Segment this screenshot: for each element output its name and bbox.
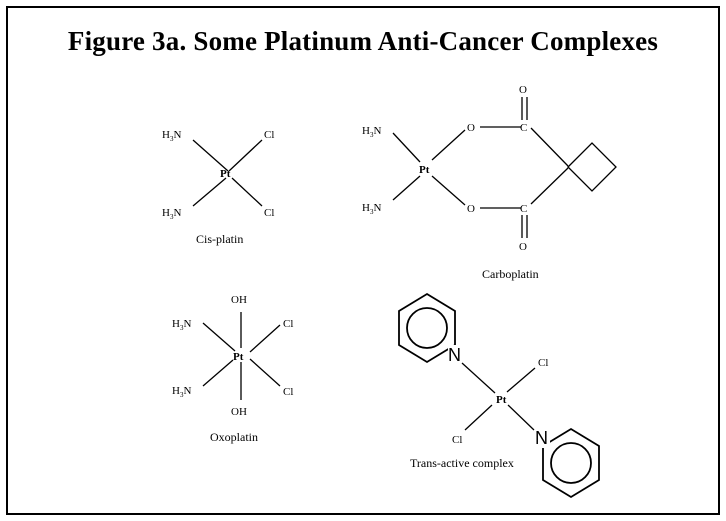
carboplatin-o-carbonyl-bottom-label: O [519, 241, 527, 253]
oxoplatin-cl-top-label: Cl [283, 318, 293, 330]
carboplatin-bond-pt-o-top [431, 129, 466, 161]
oxoplatin-nh3-bottom-label: H3N [172, 385, 191, 399]
oxoplatin-oh-bottom-label: OH [231, 406, 247, 418]
oxoplatin-bond-cl-bottom [249, 358, 281, 387]
carboplatin-nh3-top-label: H3N [362, 125, 381, 139]
cisplatin-structure: H3N Cl Pt H3N Cl Cis-platin [162, 129, 274, 246]
cisplatin-caption: Cis-platin [196, 232, 243, 246]
pyridine-ring-top [398, 292, 456, 364]
pyridine-ring-bottom [542, 427, 600, 499]
carboplatin-bond-c-spiro-top [530, 127, 569, 167]
oxoplatin-cl-bottom-label: Cl [283, 386, 293, 398]
figure-title: Figure 3a. Some Platinum Anti-Cancer Com… [67, 26, 659, 56]
trans-cl-bottom-label: Cl [452, 434, 462, 446]
trans-active-structure: N N Pt Cl Cl Trans-active complex [398, 292, 600, 499]
carboplatin-o-top-label: O [467, 122, 475, 134]
cisplatin-bond-cl-top [228, 139, 263, 172]
oxoplatin-structure: OH OH H3N H3N Cl Cl Pt Oxoplatin [172, 294, 293, 444]
carboplatin-bond-c-spiro-bottom [530, 167, 569, 205]
cisplatin-nh3-top-label: H3N [162, 129, 181, 143]
carboplatin-c-top-label: C [520, 122, 527, 134]
carboplatin-structure: H3N H3N Pt O O C C O O Carboplatin [362, 84, 617, 281]
carboplatin-bond-pt-o-bottom [431, 175, 466, 206]
oxoplatin-bond-nh3-top [202, 322, 236, 352]
trans-active-caption: Trans-active complex [410, 456, 514, 470]
oxoplatin-bond-cl-top [249, 324, 281, 353]
trans-bond-cl-top [506, 367, 536, 393]
carboplatin-c-bottom-label: C [520, 203, 527, 215]
oxoplatin-caption: Oxoplatin [210, 430, 258, 444]
pyridine-top-n-mask [448, 345, 464, 365]
cisplatin-nh3-bottom-label: H3N [162, 207, 181, 221]
pyridine-aromatic-circle-top [406, 307, 448, 349]
trans-bond-cl-bottom [464, 404, 493, 431]
oxoplatin-bond-nh3-bottom [202, 359, 234, 387]
carboplatin-pt-label: Pt [419, 164, 430, 176]
carboplatin-caption: Carboplatin [482, 267, 539, 281]
carboplatin-nh3-bottom-label: H3N [362, 202, 381, 216]
oxoplatin-nh3-top-label: H3N [172, 318, 191, 332]
carboplatin-o-carbonyl-top-label: O [519, 84, 527, 96]
carboplatin-cyclobutane-ring [567, 142, 617, 192]
carboplatin-bond-nh3-bottom [392, 175, 421, 201]
oxoplatin-pt-label: Pt [233, 351, 244, 363]
carboplatin-bond-nh3-top [392, 132, 421, 163]
cisplatin-bond-cl-bottom [231, 177, 263, 207]
pyridine-bottom-n-mask [534, 428, 550, 448]
figure-frame: Figure 3a. Some Platinum Anti-Cancer Com… [6, 6, 720, 515]
pyridine-top-n-label: N [448, 345, 461, 365]
pyridine-bottom-n-label: N [535, 428, 548, 448]
cisplatin-cl-bottom-label: Cl [264, 207, 274, 219]
trans-pt-label: Pt [496, 394, 507, 406]
oxoplatin-oh-top-label: OH [231, 294, 247, 306]
cisplatin-bond-nh3-bottom [192, 177, 227, 207]
trans-bond-pt-n-bottom [507, 404, 535, 431]
carboplatin-o-bottom-label: O [467, 203, 475, 215]
pyridine-aromatic-circle-bottom [550, 442, 592, 484]
trans-cl-top-label: Cl [538, 357, 548, 369]
trans-bond-pt-n-top [461, 362, 496, 394]
cisplatin-cl-top-label: Cl [264, 129, 274, 141]
cisplatin-bond-nh3-top [192, 139, 229, 172]
cisplatin-pt-label: Pt [220, 168, 231, 180]
